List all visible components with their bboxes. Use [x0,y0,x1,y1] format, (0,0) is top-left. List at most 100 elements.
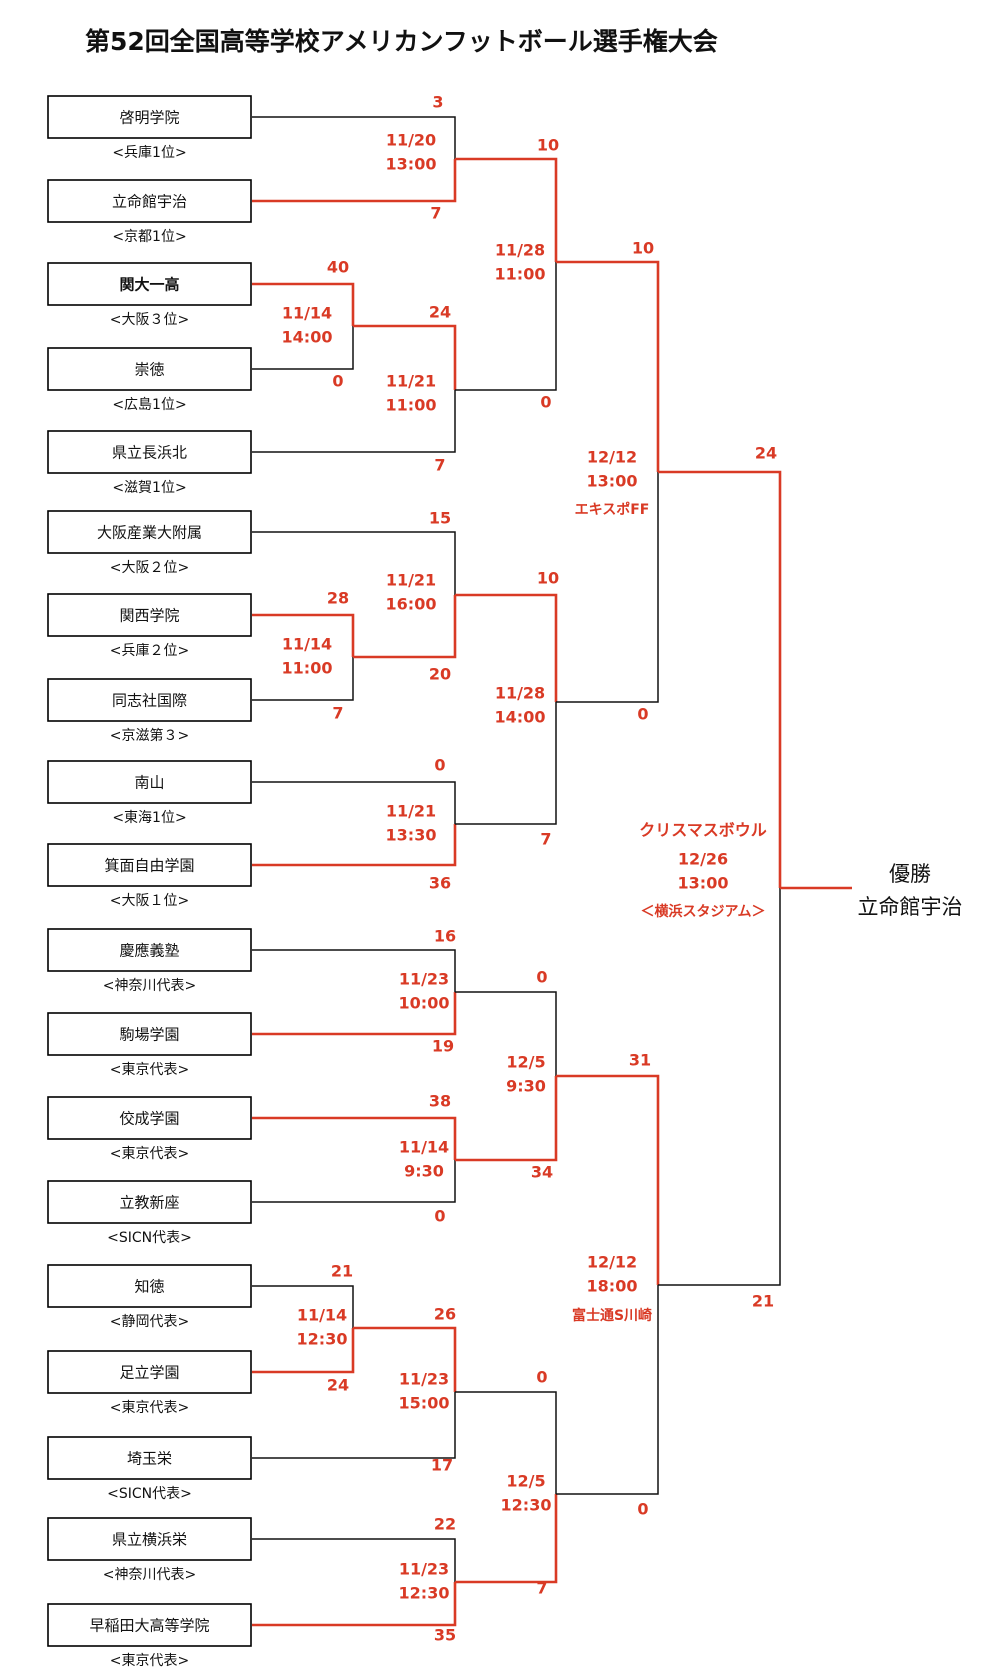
match-time: 13:00 [678,874,729,893]
match-time: 11:00 [495,265,546,284]
team-seed-label: <SICN代表> [107,1486,192,1502]
bracket-line [252,824,457,867]
team-seed-label: <東京代表> [110,1653,189,1669]
team-box [47,843,252,887]
bracket-line [252,1285,354,1328]
team-name: 埼玉栄 [127,1450,172,1468]
score: 0 [637,705,648,724]
match-venue: エキスポFF [575,501,650,518]
team-seed-label: <神奈川代表> [103,978,196,994]
match-time: 9:30 [404,1162,444,1181]
bracket-line [455,1076,558,1162]
score: 0 [536,1368,547,1387]
match-date: 11/14 [399,1138,449,1157]
bracket-line [556,1074,660,1285]
score: 7 [540,830,551,849]
match-date: 11/21 [386,372,436,391]
bracket-line [252,159,457,203]
score: 31 [629,1051,651,1070]
score: 7 [332,704,343,723]
match-time: 11:00 [282,659,333,678]
match-time: 14:00 [282,328,333,347]
score: 19 [432,1037,454,1056]
bracket-line [252,949,456,992]
bracket-line [658,888,781,1286]
team-name: 立教新座 [119,1194,179,1212]
match-date: 11/28 [495,684,545,703]
team-box [47,593,252,637]
score: 16 [434,927,456,946]
score: 10 [632,239,654,258]
team-name: 南山 [134,774,164,792]
team-seed-label: <兵庫２位> [110,642,189,659]
score: 21 [331,1262,353,1281]
team-seed-label: <京滋第３> [110,727,189,744]
score: 10 [537,569,559,588]
team-seed-label: <東京代表> [110,1400,189,1416]
match-time: 11:00 [386,396,437,415]
team-name: 県立長浜北 [112,444,187,462]
team-name: 早稲田大高等学院 [89,1617,209,1635]
bracket-line [252,1160,456,1203]
bracket-line [252,1538,456,1582]
champion-label: 優勝 [889,862,931,886]
bracket-line [353,595,457,659]
bracket-line [353,1326,457,1392]
match-time: 14:00 [495,708,546,727]
team-seed-label: <東京代表> [110,1146,189,1162]
team-box [47,1012,252,1056]
bracket-line [556,1285,659,1495]
score: 22 [434,1515,456,1534]
score: 24 [755,444,777,463]
match-date: 12/5 [506,1053,545,1072]
team-seed-label: <広島1位> [112,397,186,413]
score: 0 [536,968,547,987]
team-box [47,1603,252,1647]
team-box [47,1096,252,1140]
bracket-line [252,992,457,1036]
team-box [47,179,252,223]
team-seed-label: <滋賀1位> [112,480,186,496]
team-name: 啓明学院 [119,109,179,127]
team-seed-label: <京都1位> [112,229,186,245]
team-name: 県立横浜栄 [112,1531,187,1549]
match-date: 11/14 [282,635,332,654]
team-seed-label: <大阪３位> [110,312,189,328]
match-date: 11/14 [297,1306,347,1325]
bracket-line [252,781,456,824]
team-box [47,95,252,139]
team-name: 佼成学園 [119,1110,179,1128]
match-date: 12/12 [587,448,637,467]
team-box [47,1264,252,1308]
score: 7 [434,456,445,475]
match-date: 11/20 [386,131,436,150]
score: 7 [536,1579,547,1598]
score: 20 [429,665,451,684]
bracket-line [455,593,558,702]
bracket-line [252,116,456,159]
bracket-line [455,1391,557,1494]
team-seed-label: <神奈川代表> [103,1567,196,1583]
team-box [47,347,252,391]
bracket-line [252,1116,457,1160]
bracket-line [252,1392,456,1459]
team-name: 慶應義塾 [119,942,179,960]
team-box [47,262,252,306]
bracket-line [556,260,660,472]
match-time: 13:00 [587,472,638,491]
team-seed-label: <兵庫1位> [112,144,186,161]
score: 36 [429,874,451,893]
match-time: 13:30 [386,826,437,845]
bracket-line [252,657,354,701]
match-date: 11/21 [386,571,436,590]
match-date: 11/23 [399,1560,449,1579]
score: 7 [430,204,441,223]
score: 0 [434,1207,445,1226]
match-date: 11/21 [386,802,436,821]
match-time: 15:00 [399,1394,450,1413]
score: 24 [429,303,451,322]
team-seed-label: <大阪１位> [110,893,189,909]
team-name: 大阪産業大附属 [97,524,202,542]
match-time: 10:00 [399,994,450,1013]
